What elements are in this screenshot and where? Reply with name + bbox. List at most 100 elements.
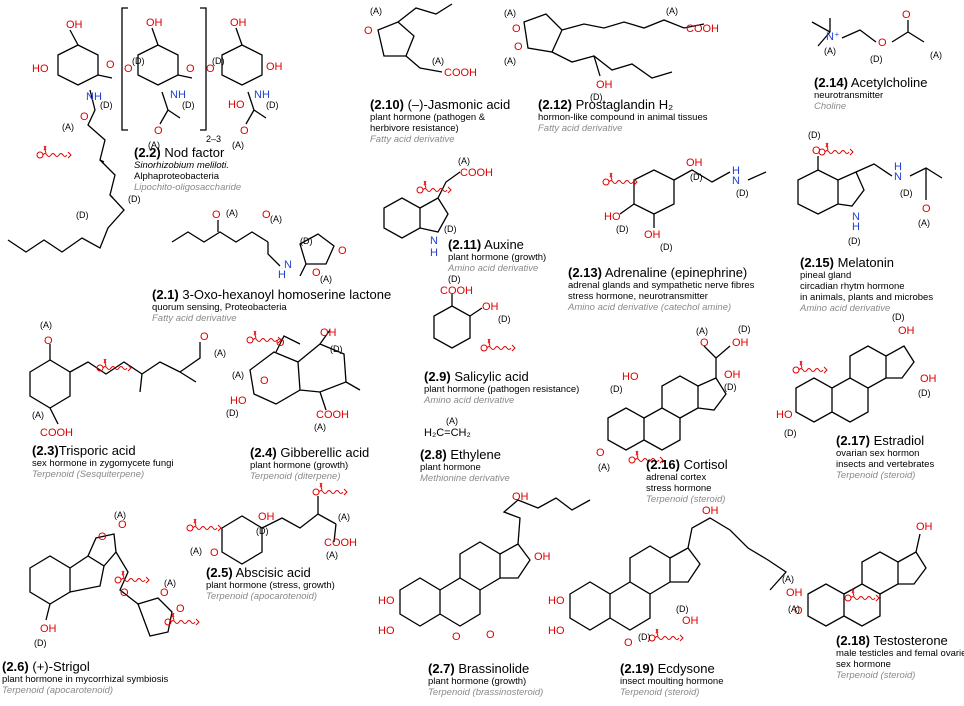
svg-text:(D): (D)	[256, 526, 269, 536]
svg-text:(D): (D)	[616, 224, 629, 234]
svg-text:(A): (A)	[232, 370, 244, 380]
svg-text:OH: OH	[920, 373, 937, 385]
caption-2.7: (2.7) Brassinolide plant hormone (growth…	[428, 661, 544, 698]
svg-text:HO: HO	[378, 595, 395, 607]
svg-text:(D): (D)	[918, 388, 931, 398]
caption-2.16: (2.16) Cortisol adrenal cortex stress ho…	[646, 457, 728, 505]
svg-text:OH: OH	[644, 229, 661, 241]
svg-text:(D): (D)	[808, 130, 821, 140]
svg-text:(A): (A)	[214, 348, 226, 358]
svg-text:HO: HO	[230, 395, 247, 407]
svg-text:O: O	[812, 145, 821, 157]
structure-2.13	[619, 169, 767, 228]
caption-2.11: (2.11) Auxine plant hormone (growth) Ami…	[448, 237, 547, 274]
svg-text:COOH: COOH	[444, 67, 477, 79]
svg-text:OH: OH	[686, 157, 703, 169]
svg-text:O: O	[452, 631, 461, 643]
svg-text:(D): (D)	[690, 172, 703, 182]
svg-text:OH: OH	[266, 61, 283, 73]
svg-text:O: O	[106, 59, 115, 71]
svg-text:NH: NH	[170, 89, 186, 101]
svg-text:O: O	[186, 63, 195, 75]
svg-text:OH: OH	[66, 19, 83, 31]
svg-text:(D): (D)	[676, 604, 689, 614]
svg-text:(A): (A)	[504, 56, 516, 66]
svg-text:OH: OH	[482, 301, 499, 313]
svg-text:O: O	[486, 629, 495, 641]
svg-text:COOH: COOH	[40, 427, 73, 439]
svg-text:O: O	[212, 209, 221, 221]
svg-text:COOH: COOH	[440, 285, 473, 297]
svg-text:OH: OH	[724, 369, 741, 381]
svg-text:OH: OH	[146, 17, 163, 29]
svg-text:(D): (D)	[444, 224, 457, 234]
svg-text:O: O	[312, 267, 321, 279]
structure-2.2	[7, 7, 267, 253]
svg-text:(A): (A)	[458, 156, 470, 166]
svg-text:(D): (D)	[132, 56, 145, 66]
structure-2.19	[569, 517, 787, 631]
structure-2.12	[523, 13, 705, 79]
svg-text:(A): (A)	[446, 416, 458, 426]
svg-text:(A): (A)	[824, 46, 836, 56]
svg-text:(A): (A)	[270, 214, 282, 224]
svg-text:(D): (D)	[590, 92, 603, 102]
svg-text:(D): (D)	[892, 312, 905, 322]
svg-text:HO: HO	[604, 211, 621, 223]
svg-text:O: O	[240, 125, 249, 137]
svg-text:(A): (A)	[788, 604, 800, 614]
caption-2.15: (2.15) Melatonin pineal gland circadian …	[800, 255, 934, 314]
caption-2.1: (2.1) 3-Oxo-hexanoyl homoserine lactone …	[152, 287, 392, 324]
structure-2.14	[811, 18, 925, 47]
svg-text:COOH: COOH	[316, 409, 349, 421]
svg-text:HO: HO	[776, 409, 793, 421]
svg-text:(A): (A)	[432, 56, 444, 66]
svg-text:O: O	[902, 9, 911, 21]
svg-text:OH: OH	[702, 505, 719, 517]
svg-text:O: O	[44, 335, 53, 347]
svg-text:(D): (D)	[724, 382, 737, 392]
svg-text:O: O	[98, 531, 107, 543]
svg-text:H: H	[430, 247, 438, 259]
svg-text:(D): (D)	[900, 188, 913, 198]
svg-text:O: O	[206, 63, 215, 75]
svg-text:(A): (A)	[62, 122, 74, 132]
svg-text:OH: OH	[916, 521, 933, 533]
svg-text:(A): (A)	[338, 512, 350, 522]
svg-text:O: O	[260, 375, 269, 387]
svg-text:OH: OH	[682, 615, 699, 627]
svg-text:HO: HO	[32, 63, 49, 75]
structure-2.18	[807, 533, 927, 627]
svg-text:HO: HO	[548, 625, 565, 637]
svg-text:(D): (D)	[610, 384, 623, 394]
svg-text:O: O	[118, 519, 127, 531]
svg-text:(A): (A)	[918, 218, 930, 228]
caption-2.3: (2.3)Trisporic acid sex hormone in zygom…	[32, 443, 174, 480]
svg-text:N: N	[894, 171, 902, 183]
svg-text:O: O	[80, 111, 89, 123]
svg-text:O: O	[176, 603, 185, 615]
svg-text:O: O	[200, 331, 209, 343]
svg-text:COOH: COOH	[460, 167, 493, 179]
svg-text:NH: NH	[86, 91, 102, 103]
svg-text:O: O	[700, 337, 709, 349]
caption-2.13: (2.13) Adrenaline (epinephrine) adrenal …	[568, 265, 755, 313]
svg-text:O: O	[210, 547, 219, 559]
svg-text:(D): (D)	[266, 100, 279, 110]
svg-text:(A): (A)	[320, 274, 332, 284]
svg-text:(A): (A)	[314, 422, 326, 432]
svg-text:COOH: COOH	[324, 537, 357, 549]
svg-text:(D): (D)	[736, 188, 749, 198]
svg-text:(D): (D)	[76, 210, 89, 220]
svg-text:O: O	[794, 605, 803, 617]
structure-2.3	[29, 342, 201, 425]
svg-text:O: O	[512, 23, 521, 35]
svg-text:N: N	[732, 175, 740, 187]
caption-2.12: (2.12) Prostaglandin H₂ hormon-like comp…	[538, 97, 708, 134]
caption-2.8: (2.8) Ethylene plant hormone Methionine …	[420, 447, 510, 484]
structure-2.17	[795, 345, 915, 423]
svg-text:2–3: 2–3	[206, 134, 221, 144]
svg-text:O: O	[922, 203, 931, 215]
svg-text:H: H	[894, 161, 902, 173]
